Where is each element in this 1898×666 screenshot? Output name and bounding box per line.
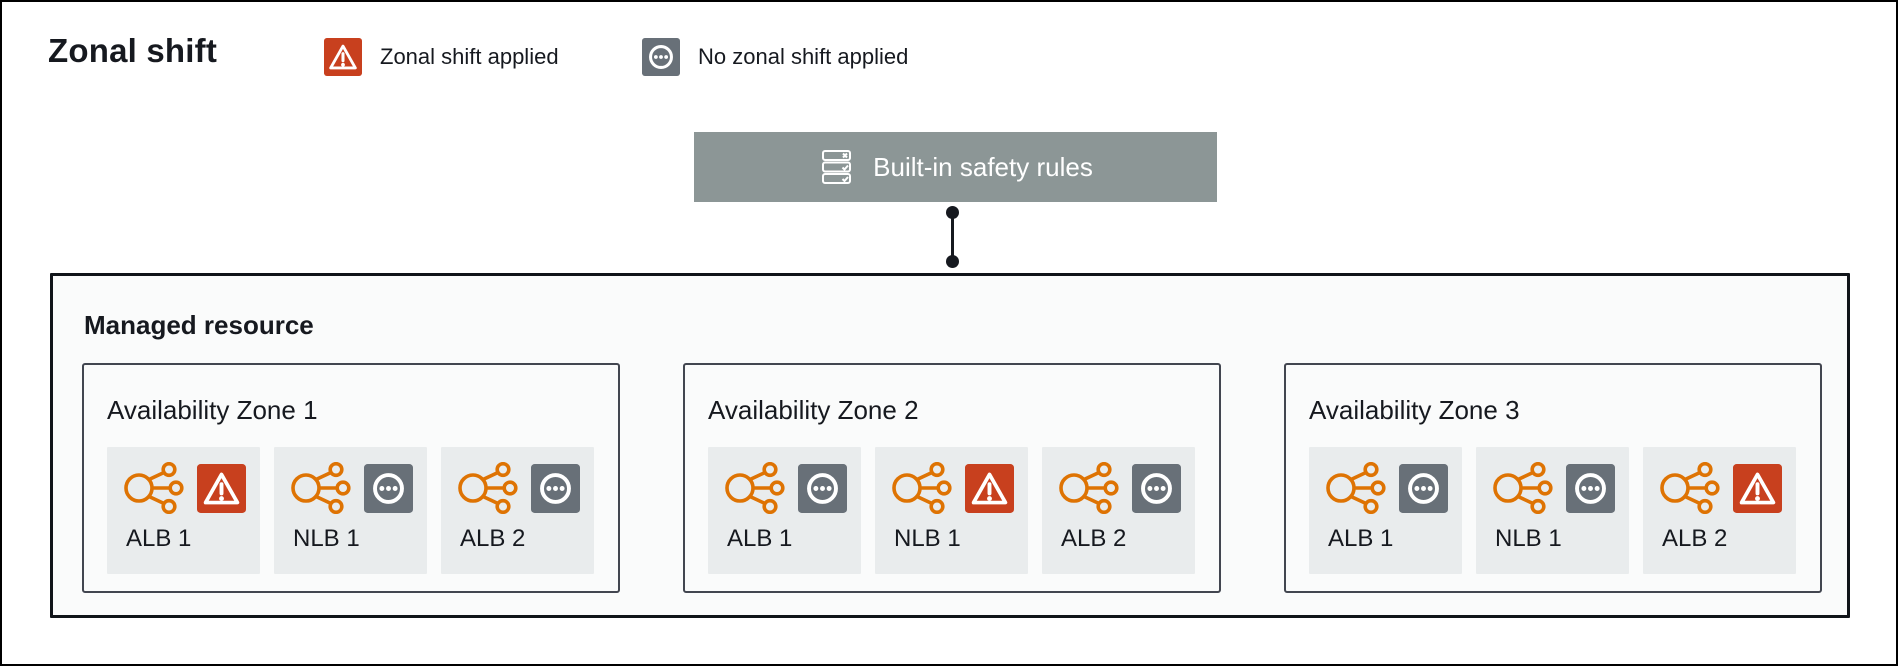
card-icons: [291, 462, 413, 514]
load-balancer-card: ALB 1: [1309, 447, 1462, 574]
managed-resource-box: Managed resource Availability Zone 1 ALB…: [50, 273, 1850, 618]
zone-label: Availability Zone 3: [1309, 395, 1520, 425]
built-in-safety-rules-box: Built-in safety rules: [694, 132, 1217, 202]
load-balancer-icon: [1493, 462, 1553, 514]
resource-label: NLB 1: [1495, 525, 1562, 552]
load-balancer-icon: [725, 462, 785, 514]
resource-label: ALB 1: [126, 525, 192, 552]
card-icons: [892, 462, 1014, 514]
zonal-shift-applied-icon: [197, 463, 246, 513]
resource-label: ALB 1: [1328, 525, 1394, 552]
availability-zone-box: Availability Zone 1 ALB 1 NLB 1 ALB 2: [82, 363, 620, 593]
no-zonal-shift-icon: [798, 463, 847, 513]
legend-item-no-zonal-shift: No zonal shift applied: [642, 38, 908, 76]
no-zonal-shift-icon: [1566, 463, 1615, 513]
connector-dot-bottom: [946, 255, 959, 268]
no-zonal-shift-icon: [1399, 463, 1448, 513]
load-balancer-icon: [458, 462, 518, 514]
load-balancer-card: ALB 2: [1042, 447, 1195, 574]
availability-zone-box: Availability Zone 2 ALB 1 NLB 1 ALB 2: [683, 363, 1221, 593]
card-icons: [725, 462, 847, 514]
resource-label: ALB 2: [460, 525, 526, 552]
load-balancer-icon: [1059, 462, 1119, 514]
card-icons: [1660, 462, 1782, 514]
zonal-shift-applied-icon: [1733, 463, 1782, 513]
zone-label: Availability Zone 2: [708, 395, 919, 425]
card-icons: [1059, 462, 1181, 514]
availability-zone-box: Availability Zone 3 ALB 1 NLB 1 ALB 2: [1284, 363, 1822, 593]
zone-cards: ALB 1 NLB 1 ALB 2: [107, 447, 594, 574]
zone-cards: ALB 1 NLB 1 ALB 2: [1309, 447, 1796, 574]
connector-dot-top: [946, 206, 959, 219]
resource-label: ALB 2: [1061, 525, 1127, 552]
managed-resource-label: Managed resource: [84, 310, 314, 340]
load-balancer-icon: [291, 462, 351, 514]
load-balancer-card: ALB 1: [708, 447, 861, 574]
card-icons: [1493, 462, 1615, 514]
legend-item-zonal-shift-applied: Zonal shift applied: [324, 38, 559, 76]
load-balancer-icon: [124, 462, 184, 514]
card-icons: [1326, 462, 1448, 514]
zonal-shift-applied-icon: [324, 38, 362, 76]
legend-label: Zonal shift applied: [380, 44, 559, 69]
resource-label: NLB 1: [293, 525, 360, 552]
no-zonal-shift-icon: [1132, 463, 1181, 513]
load-balancer-card: ALB 2: [1643, 447, 1796, 574]
legend-label: No zonal shift applied: [698, 44, 909, 69]
resource-label: ALB 1: [727, 525, 793, 552]
card-icons: [124, 462, 246, 514]
page-title: Zonal shift: [48, 32, 218, 69]
no-zonal-shift-icon: [642, 38, 680, 76]
card-icons: [458, 462, 580, 514]
load-balancer-card: NLB 1: [875, 447, 1028, 574]
load-balancer-card: NLB 1: [1476, 447, 1629, 574]
no-zonal-shift-icon: [364, 463, 413, 513]
zone-label: Availability Zone 1: [107, 395, 318, 425]
zonal-shift-applied-icon: [965, 463, 1014, 513]
no-zonal-shift-icon: [531, 463, 580, 513]
load-balancer-card: ALB 1: [107, 447, 260, 574]
rules-list-icon: [822, 150, 852, 184]
load-balancer-card: NLB 1: [274, 447, 427, 574]
safety-rules-label: Built-in safety rules: [873, 151, 1093, 182]
load-balancer-icon: [1660, 462, 1720, 514]
load-balancer-icon: [1326, 462, 1386, 514]
zone-cards: ALB 1 NLB 1 ALB 2: [708, 447, 1195, 574]
connector-line: [951, 213, 954, 261]
resource-label: NLB 1: [894, 525, 961, 552]
zones-row: Availability Zone 1 ALB 1 NLB 1 ALB 2 Av…: [82, 363, 1822, 593]
load-balancer-card: ALB 2: [441, 447, 594, 574]
load-balancer-icon: [892, 462, 952, 514]
resource-label: ALB 2: [1662, 525, 1728, 552]
